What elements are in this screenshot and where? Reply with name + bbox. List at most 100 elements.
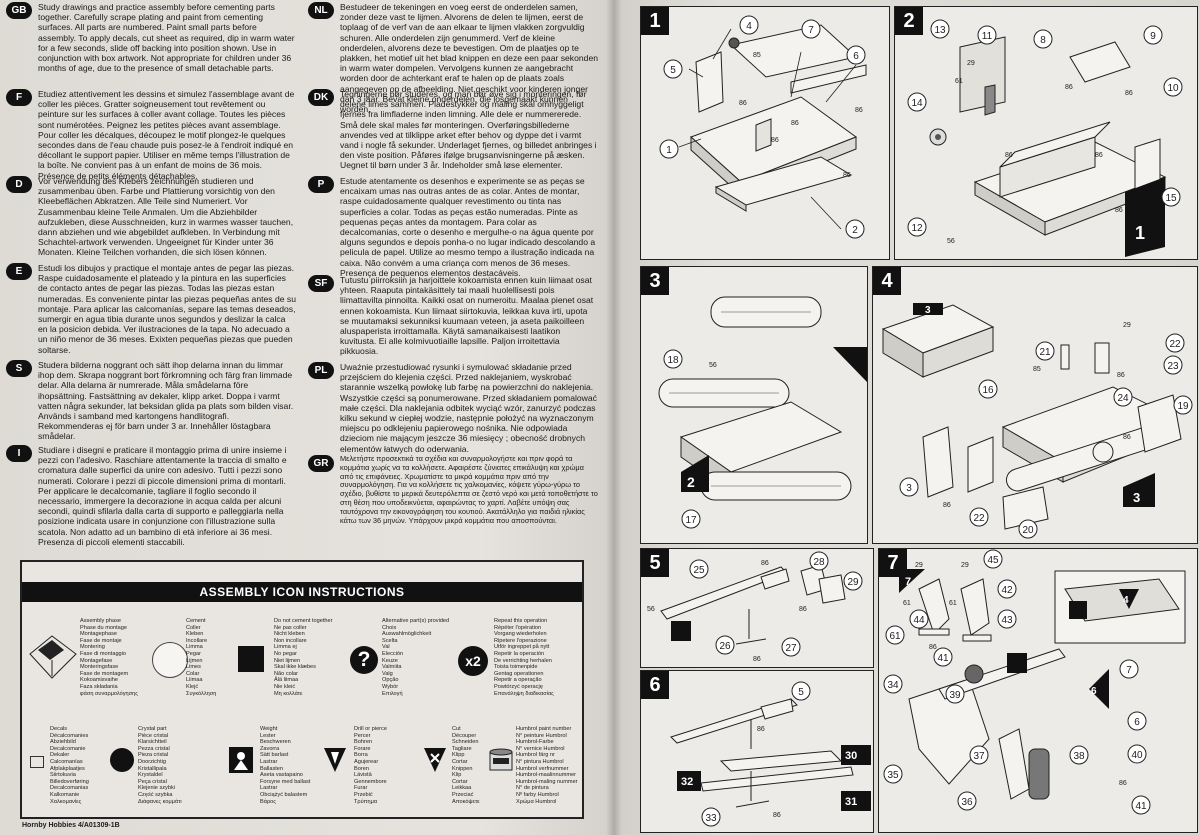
step-number: 2 (895, 7, 923, 35)
part-label: 45 (987, 555, 999, 566)
lang-block-pl: PL Uważnie przestudiować rysunki i symul… (308, 362, 598, 454)
part-label: 86 (1125, 90, 1133, 97)
no-cement-icon (238, 646, 264, 672)
step-3-panel: 3 2 18 17 56 (640, 266, 868, 544)
part-label: 86 (1123, 434, 1131, 441)
part-label: 29 (847, 577, 859, 588)
part-label: 1 (1135, 223, 1145, 243)
lang-block-i: I Studiare i disegni e praticare il mont… (6, 445, 296, 547)
part-label: 6 (853, 51, 859, 62)
step-number: 4 (873, 267, 901, 295)
crystal-cell: Crystal part Pièce cristal Klarsichtteil… (108, 726, 228, 814)
step-5-panel: 5 25 28 29 26 27 (640, 548, 874, 668)
part-label: 86 (757, 726, 765, 733)
weight-icon (229, 747, 253, 773)
part-label: 4 (1123, 595, 1129, 606)
assembly-phase-cell: Assembly phase Phase du montage Montagep… (28, 618, 146, 703)
step-7-panel: 7 (878, 548, 1198, 833)
part-label: 5 (670, 65, 676, 76)
part-label: 22 (973, 513, 985, 524)
lang-text: Vor verwendung des Klebers zeichnungen s… (38, 176, 294, 258)
part-label: 86 (943, 502, 951, 509)
cut-cell: Cut Découper Schneiden Tagliare Klipp Co… (422, 726, 492, 814)
lang-text: Tegningerne bør studeres, og man bør øve… (340, 89, 597, 171)
step-6-drawing: 30 31 32 5 33 86 86 (670, 681, 871, 827)
part-label: 6 (1134, 717, 1140, 728)
part-label: 61 (955, 78, 963, 85)
lang-block-gb: GB Study drawings and practice assembly … (6, 2, 296, 86)
part-label: 86 (753, 656, 761, 663)
part-label: 7 (905, 576, 911, 588)
lang-badge: NL (308, 2, 334, 19)
part-label: 86 (1115, 207, 1123, 214)
part-label: 18 (667, 355, 679, 366)
part-label: 3 (1133, 490, 1140, 505)
part-label: 39 (949, 690, 961, 701)
decals-cell: Decals Décalcomanies Abziehbild Decalcom… (28, 726, 114, 814)
part-label: 2 (852, 225, 858, 236)
lang-block-s: S Studera bilderna noggrant och sätt iho… (6, 360, 296, 442)
lang-badge: GR (308, 455, 334, 472)
decals-label: Decals Décalcomanies Abziehbild Decalcom… (50, 726, 89, 805)
step-2-drawing: 1 13 11 8 9 10 14 15 12 29 61 56 86 86 (907, 19, 1183, 257)
step-number: 6 (641, 671, 669, 699)
lang-badge: F (6, 89, 32, 106)
part-label: 38 (1073, 751, 1085, 762)
humbrol-label: Humbrol paint number N° peinture Humbrol… (516, 726, 578, 805)
lang-badge: SF (308, 275, 334, 292)
lang-badge: PL (308, 362, 334, 379)
part-label: 25 (693, 565, 705, 576)
part-label: 44 (913, 615, 925, 626)
step-1-panel: 1 (640, 6, 890, 260)
lang-block-gr: GR Μελετήστε προσεκτικά τα σχέδια και συ… (308, 454, 598, 541)
step-6-panel: 6 30 31 32 5 33 (640, 670, 874, 833)
repeat-cell: x2 Repeat this operation Répéter l'opéra… (456, 618, 578, 703)
icon-box-title: ASSEMBLY ICON INSTRUCTIONS (22, 582, 582, 602)
humbrol-cell: Humbrol paint number N° peinture Humbrol… (488, 726, 580, 814)
part-label: 29 (1123, 322, 1131, 329)
part-label: 16 (982, 385, 994, 396)
cement-cell: Cement Coller Kleben Incollare Limma Peg… (148, 618, 248, 703)
part-label: 86 (761, 560, 769, 567)
decal-icon (30, 756, 44, 768)
part-label: 11 (982, 31, 993, 42)
cement-icon (152, 642, 188, 678)
part-label: 2 (687, 474, 695, 490)
lang-text: Etudiez attentivement les dessins et sim… (38, 89, 295, 181)
part-label: 85 (1033, 366, 1041, 373)
weight-cell: Weight Lester Beschweren Zavorra Sätt ba… (228, 726, 318, 814)
part-label: 40 (1131, 750, 1143, 761)
lang-badge: DK (308, 89, 334, 106)
step-4-panel: 4 (872, 266, 1198, 544)
lang-badge: P (308, 176, 334, 193)
crystal-label: Crystal part Pièce cristal Klarsichtteil… (138, 726, 182, 805)
part-label: 56 (947, 238, 955, 245)
no-cement-label: Do not cement together Ne pas coller Nic… (274, 618, 333, 697)
part-label: 15 (1165, 193, 1177, 204)
part-label: 86 (799, 606, 807, 613)
part-label: 7 (1126, 665, 1132, 676)
part-label: 13 (934, 25, 946, 36)
step-number: 1 (641, 7, 669, 35)
part-label: 86 (1065, 84, 1073, 91)
part-label: 4 (746, 21, 752, 32)
lang-text: Estude atentamente os desenhos e experim… (340, 176, 596, 278)
part-label: 1 (666, 145, 672, 156)
part-label: 29 (961, 562, 969, 569)
part-label: 8 (1040, 35, 1046, 46)
lang-text: Μελετήστε προσεκτικά τα σχέδια και συναρ… (340, 454, 598, 525)
part-label: 86 (843, 172, 851, 179)
alternative-cell: ? Alternative part(s) provided Choix Aus… (348, 618, 458, 703)
part-label: 23 (1167, 361, 1179, 372)
part-label: 31 (845, 796, 857, 808)
step-1-drawing: 4 5 6 7 1 2 85 86 86 86 86 86 (659, 15, 867, 239)
part-label: 56 (709, 362, 717, 369)
lang-badge: E (6, 263, 32, 280)
part-label: 29 (915, 562, 923, 569)
part-label: 86 (773, 812, 781, 819)
lang-block-d: D Vor verwendung des Klebers zeichnungen… (6, 176, 296, 260)
lang-text: Bestudeer de tekeningen en voeg eerst de… (340, 2, 598, 115)
drill-label: Drill or pierce Percer Bohren Forare Bor… (354, 726, 387, 805)
part-label: 7 (808, 25, 814, 36)
